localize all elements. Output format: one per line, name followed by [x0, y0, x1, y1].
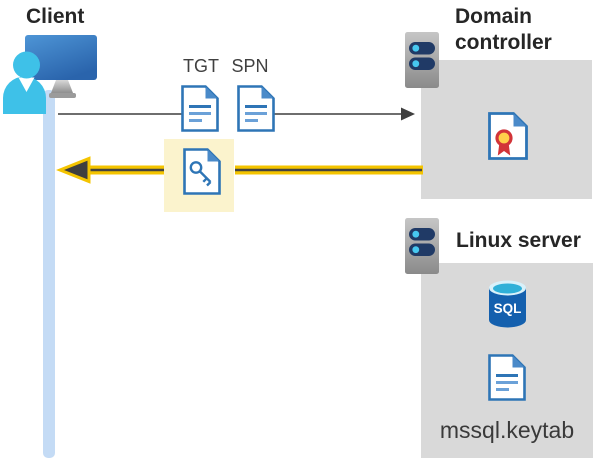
request-arrow — [58, 107, 415, 121]
monitor-screen — [25, 35, 97, 80]
user-at-monitor-icon — [3, 35, 97, 114]
client-title: Client — [26, 5, 85, 28]
sql-badge-text: SQL — [494, 301, 522, 316]
keytab-document-icon — [488, 354, 526, 401]
spn-document-icon — [237, 85, 275, 132]
spn-label: SPN — [231, 56, 269, 76]
key-document-icon — [183, 148, 221, 195]
right-arrowhead-icon — [401, 107, 415, 121]
domain-controller-title: Domain controller — [455, 5, 552, 54]
linux-server-icon — [405, 218, 439, 274]
person-head — [13, 51, 40, 79]
key-icon — [189, 161, 212, 187]
sql-database-icon: SQL — [489, 280, 526, 328]
tgt-label: TGT — [183, 56, 219, 76]
tgt-document-icon — [181, 85, 219, 132]
certificate-icon — [488, 112, 528, 160]
timeline-bar — [43, 90, 55, 458]
monitor-stand — [51, 80, 73, 93]
left-yellow-arrowhead-icon — [56, 156, 91, 184]
response-arrow — [56, 156, 423, 184]
person-body — [3, 76, 46, 114]
domain-controller-server-icon — [405, 32, 439, 88]
keytab-filename: mssql.keytab — [439, 417, 575, 443]
linux-server-title: Linux server — [456, 229, 581, 252]
